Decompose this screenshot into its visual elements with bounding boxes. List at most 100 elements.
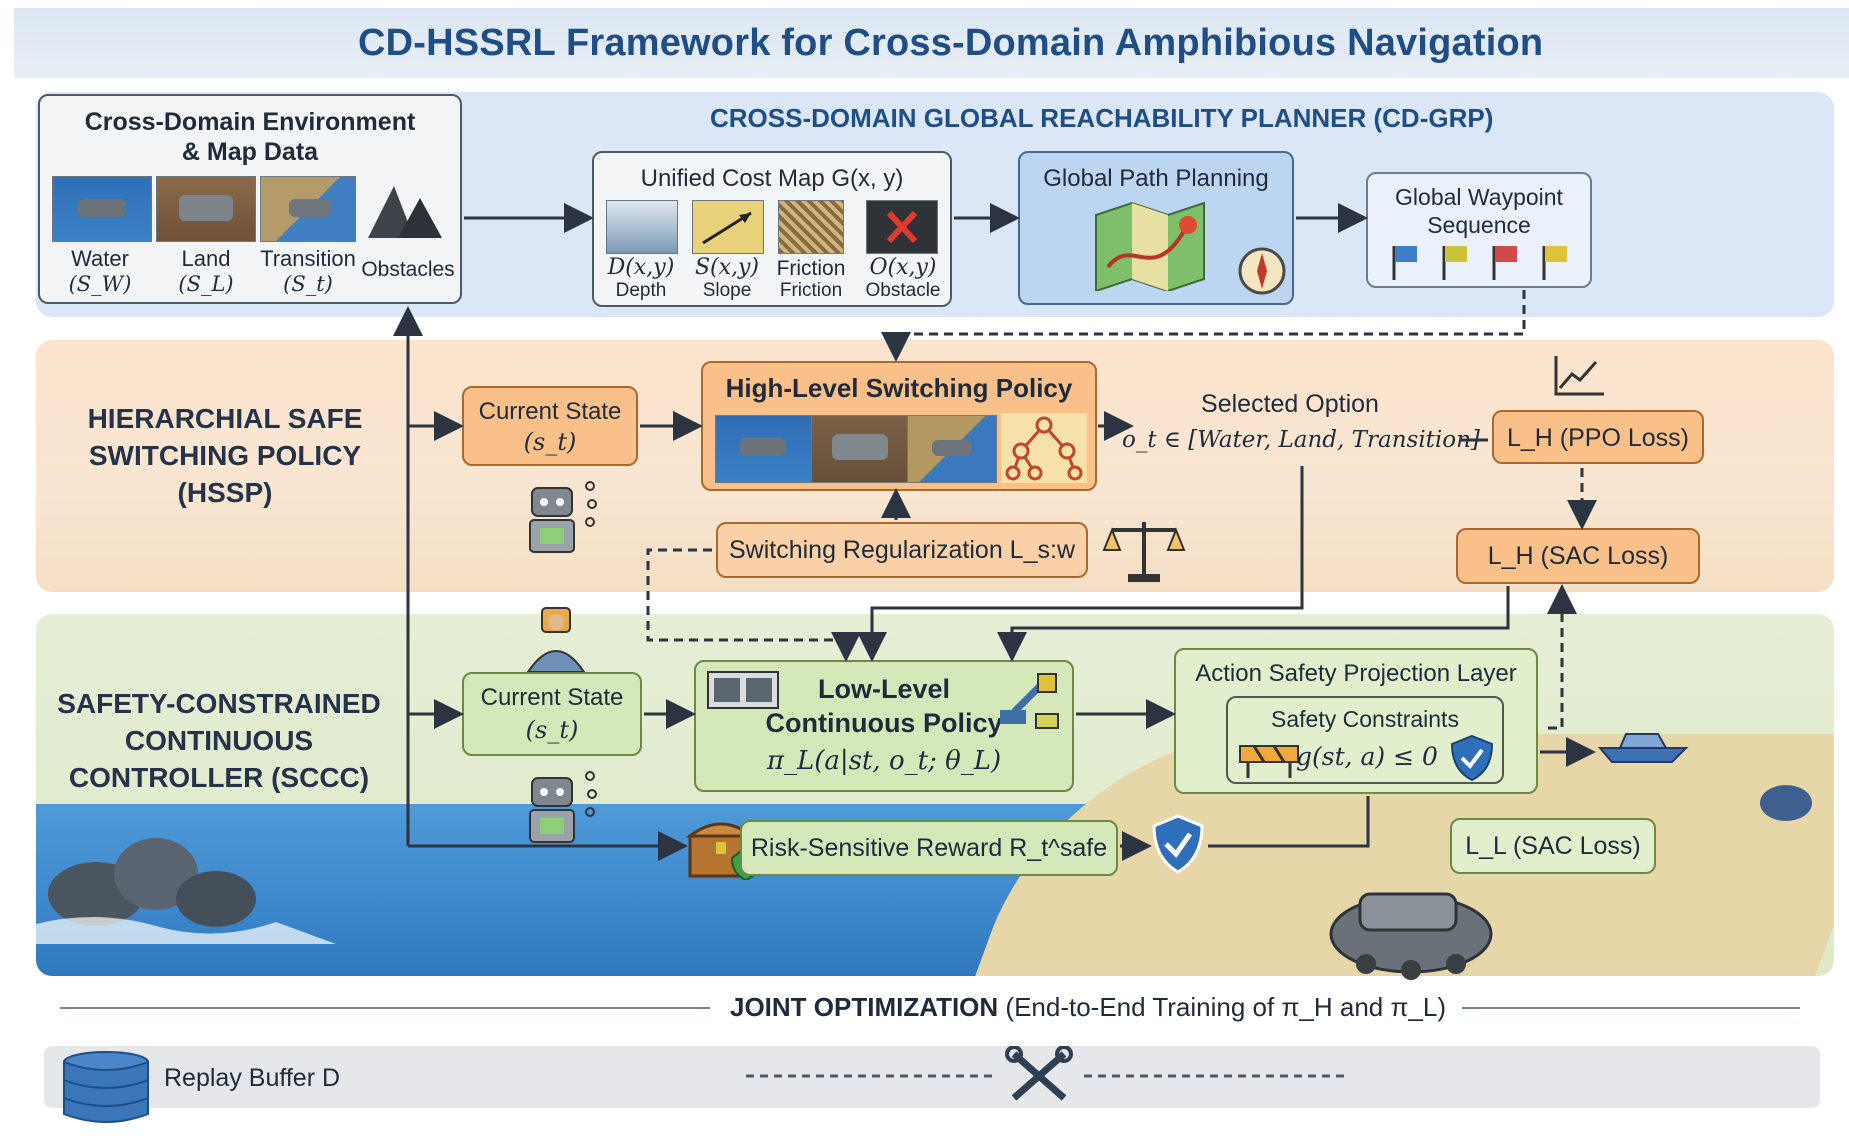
cost-map-title: Unified Cost Map G(x, y) [640, 165, 904, 192]
low-level-title-line1: Low-Level [817, 674, 951, 704]
boat-icon [1597, 733, 1689, 763]
low-level-sac-loss-label: L_L (SAC Loss) [1465, 832, 1641, 860]
safety-constraints-formula: g(st, a) ≤ 0 [1296, 742, 1438, 771]
env-title-line1: Cross-Domain Environment [84, 108, 416, 136]
hssp-current-state-symbol: (s_t) [523, 428, 577, 456]
shield-check-icon [1450, 734, 1494, 782]
risk-sensitive-reward-label: Risk-Sensitive Reward R_t^safe [750, 834, 1108, 862]
robot-arm-icon [1000, 673, 1059, 729]
land-thumbnail [156, 176, 256, 242]
slope-thumbnail [692, 200, 764, 254]
water-symbol: (S_W) [68, 272, 132, 296]
shield-to-projection-line [1208, 796, 1370, 848]
hssp-current-state-label: Current State [478, 398, 622, 425]
sccc-current-state-label: Current State [480, 684, 624, 711]
depth-thumbnail [606, 200, 678, 254]
slope-label: Slope [702, 280, 752, 301]
projection-to-sac-arrow [1547, 584, 1577, 730]
land-label: Land [181, 246, 231, 271]
transition-thumbnail [260, 176, 356, 242]
sac-to-lowlevel-arrow [997, 586, 1510, 662]
transition-symbol: (S_t) [283, 272, 333, 296]
action-safety-projection-box: Action Safety Projection Layer Safety Co… [1174, 648, 1538, 794]
high-level-sac-loss-box: L_H (SAC Loss) [1456, 528, 1700, 584]
title-bar: CD-HSSRL Framework for Cross-Domain Amph… [14, 8, 1849, 78]
high-level-sac-loss-label: L_H (SAC Loss) [1487, 542, 1669, 570]
friction-symbol: Friction [776, 257, 846, 280]
ppo-loss-box: L_H (PPO Loss) [1492, 410, 1704, 464]
sccc-label-line: CONTROLLER (SCCC) [68, 762, 370, 793]
waypoint-title-line2: Sequence [1427, 212, 1531, 238]
global-path-planning-box: Global Path Planning [1018, 151, 1294, 305]
water-thumbnail [52, 176, 152, 242]
env-title-line2: & Map Data [181, 138, 319, 166]
water-option-thumbnail [715, 415, 813, 483]
balance-scale-icon [1102, 522, 1186, 582]
map-icon [1095, 201, 1205, 291]
regularization-dashed-arrow [646, 548, 861, 662]
water-label: Water [71, 246, 129, 271]
tools-icon [1005, 1046, 1073, 1101]
database-icon [63, 1051, 149, 1123]
rock-icon [1760, 785, 1812, 821]
amphibious-vehicle-icon [1329, 892, 1493, 980]
operator-icon [526, 607, 586, 673]
sccc-label-line: CONTINUOUS [124, 725, 314, 756]
depth-label: Depth [615, 280, 667, 301]
waypoint-title-line1: Global Waypoint [1395, 184, 1563, 210]
diagram-title: CD-HSSRL Framework for Cross-Domain Amph… [358, 21, 1544, 64]
hssp-label-line: (HSSP) [177, 477, 273, 508]
transition-label: Transition [260, 246, 356, 271]
low-level-sac-loss-box: L_L (SAC Loss) [1450, 818, 1656, 874]
obstacle-label: Obstacle [865, 280, 941, 301]
waypoint-flags-icon [1392, 246, 1567, 280]
unified-cost-map-box: Unified Cost Map G(x, y) D(x,y) Depth S(… [592, 151, 952, 307]
loss-curve-icon [1554, 356, 1604, 396]
robot-icon [529, 771, 597, 843]
low-level-formula: π_L(a|st, o_t; θ_L) [766, 746, 1002, 776]
decision-tree-icon [1001, 413, 1087, 483]
land-option-thumbnail [811, 415, 909, 483]
option-to-lowlevel-arrow [857, 466, 1304, 662]
transition-option-thumbnail [907, 415, 997, 483]
shield-check-icon [1152, 814, 1204, 874]
sccc-current-state-box: Current State (s_t) [462, 672, 642, 756]
grp-label: CROSS-DOMAIN GLOBAL REACHABILITY PLANNER… [710, 103, 1494, 133]
switching-regularization-box: Switching Regularization L_s:w [716, 522, 1088, 578]
land-symbol: (S_L) [178, 272, 234, 296]
safety-constraints-box: Safety Constraints g(st, a) ≤ 0 [1226, 696, 1504, 784]
environment-map-box: Cross-Domain Environment & Map Data Wate… [38, 94, 462, 304]
friction-thumbnail [778, 200, 844, 254]
obstacle-thumbnail [866, 200, 938, 254]
robot-icon [529, 481, 597, 553]
hssp-label: HIERARCHIAL SAFE SWITCHING POLICY (HSSP) [60, 400, 390, 511]
joint-optimization-line: JOINT OPTIMIZATION (End-to-End Training … [730, 992, 1446, 1023]
selected-option-formula: o_t ∈ [Water, Land, Transition] [1122, 427, 1480, 453]
obstacle-symbol: O(x,y) [869, 255, 937, 280]
low-level-title-line2: Continuous Policy [765, 708, 1003, 738]
selected-option-title: Selected Option [1201, 390, 1379, 418]
replay-buffer-label: Replay Buffer D [164, 1064, 341, 1092]
obstacles-icon [368, 186, 442, 238]
switching-regularization-label: Switching Regularization L_s:w [728, 536, 1075, 564]
compass-icon [1238, 247, 1286, 295]
projection-title: Action Safety Projection Layer [1195, 660, 1517, 687]
rocks-icon [36, 838, 336, 944]
monitor-icon [707, 671, 779, 709]
low-level-continuous-policy-box: Low-Level Continuous Policy π_L(a|st, o_… [694, 660, 1074, 792]
joint-optimization-subtitle: (End-to-End Training of π_H and π_L) [1005, 992, 1446, 1022]
slope-symbol: S(x,y) [694, 255, 760, 280]
sccc-label: SAFETY-CONSTRAINED CONTINUOUS CONTROLLER… [54, 685, 384, 796]
obstacles-label: Obstacles [361, 258, 455, 281]
high-level-policy-title: High-Level Switching Policy [725, 373, 1073, 403]
risk-sensitive-reward-box: Risk-Sensitive Reward R_t^safe [740, 820, 1118, 876]
hssp-label-line: HIERARCHIAL SAFE [87, 403, 363, 434]
sccc-current-state-symbol: (s_t) [525, 716, 579, 744]
safety-constraints-title: Safety Constraints [1271, 706, 1459, 732]
sccc-label-line: SAFETY-CONSTRAINED [57, 688, 381, 719]
hssp-label-line: SWITCHING POLICY [88, 440, 362, 471]
path-planning-title: Global Path Planning [1043, 165, 1269, 192]
friction-label: Friction [779, 280, 843, 301]
depth-symbol: D(x,y) [607, 255, 675, 280]
